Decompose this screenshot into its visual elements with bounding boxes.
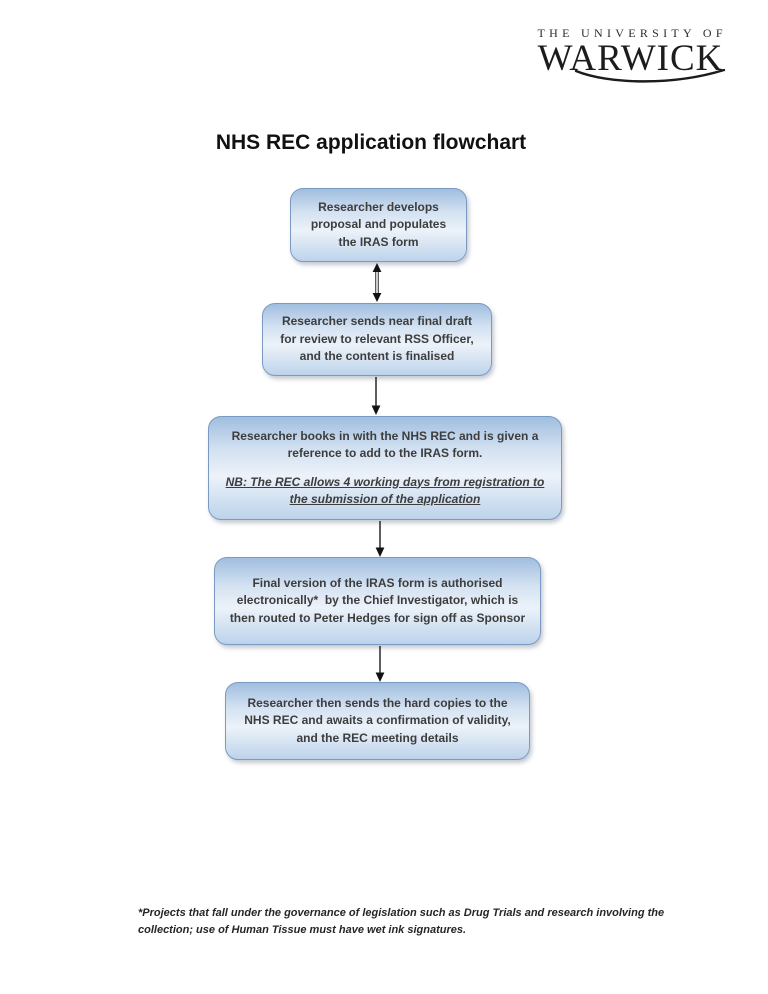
flow-step-1-text: Researcher develops proposal and populat… xyxy=(310,199,447,249)
logo-swash-icon xyxy=(574,69,726,83)
page-title: NHS REC application flowchart xyxy=(215,131,527,154)
flow-step-2-text: Researcher sends near final draft for re… xyxy=(280,314,474,364)
flow-step-3-note: NB: The REC allows 4 working days from r… xyxy=(225,474,545,507)
footnote: *Projects that fall under the governance… xyxy=(138,907,665,936)
flow-step-3: Researcher books in with the NHS REC and… xyxy=(208,416,562,520)
double-arrow-connector xyxy=(372,263,382,302)
logo-university-of-text: THE UNIVERSITY OF xyxy=(537,26,727,40)
down-arrow-connector-2 xyxy=(375,521,385,557)
flow-step-2: Researcher sends near final draft for re… xyxy=(262,303,492,376)
flow-step-5: Researcher then sends the hard copies to… xyxy=(225,682,530,760)
flow-step-1: Researcher develops proposal and populat… xyxy=(290,188,467,262)
flow-step-5-text: Researcher then sends the hard copies to… xyxy=(244,695,511,745)
university-logo: THE UNIVERSITY OF WARWICK xyxy=(528,26,732,85)
flow-step-3-text: Researcher books in with the NHS REC and… xyxy=(231,428,539,461)
flow-step-4-text: Final version of the IRAS form is author… xyxy=(229,575,526,625)
logo-warwick-wordmark: WARWICK xyxy=(537,38,724,79)
down-arrow-connector-3 xyxy=(375,646,385,682)
flow-step-4: Final version of the IRAS form is author… xyxy=(214,557,541,645)
down-arrow-connector-1 xyxy=(371,377,381,415)
